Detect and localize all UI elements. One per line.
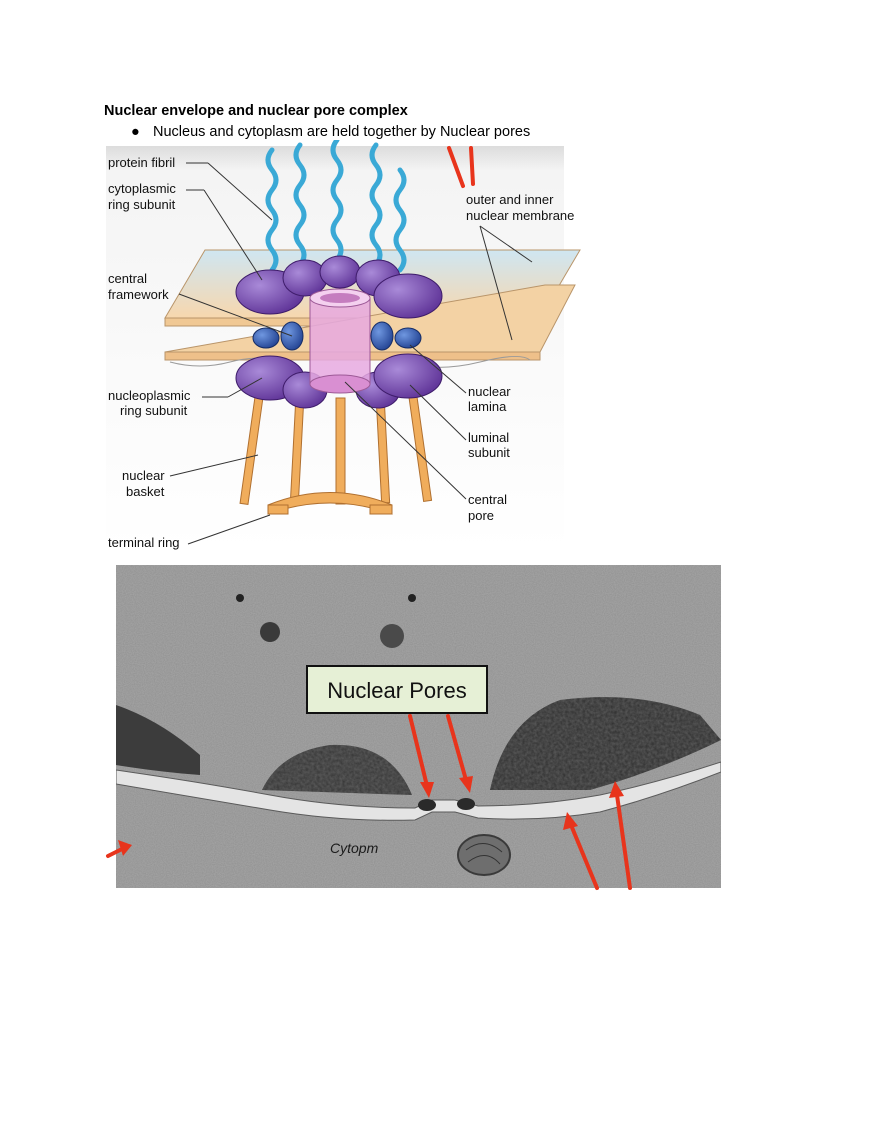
nucleoplasmic-ring (235, 353, 443, 409)
central-pore (309, 288, 371, 394)
bullet-marker: ● (131, 124, 140, 140)
nuclear-envelope-band (116, 761, 721, 821)
pore-right (457, 798, 475, 810)
handwritten-note: Cytopm (330, 840, 379, 856)
label-luminal-subunit: luminal (468, 430, 509, 445)
label-central-framework: central (108, 271, 147, 286)
heterochromatin (116, 594, 721, 795)
protein-fibrils (265, 140, 407, 273)
label-protein-fibril: protein fibril (108, 155, 175, 170)
bullet-text: Nucleus and cytoplasm are held together … (153, 124, 531, 140)
label-nuclear-lamina-line2: lamina (468, 399, 507, 414)
page-heading: Nuclear envelope and nuclear pore comple… (104, 103, 408, 119)
annotation-arrows (447, 146, 475, 188)
label-nucleoplasmic-ring-line2: ring subunit (120, 403, 188, 418)
micrograph-arrows (106, 714, 632, 890)
leader-lines (169, 162, 533, 545)
label-nuclear-membrane-line2: nuclear membrane (466, 208, 574, 223)
label-central-framework-line2: framework (108, 287, 169, 302)
label-nucleoplasmic-ring: nucleoplasmic (108, 388, 191, 403)
electron-micrograph: Cytopm Nuclear Pores (106, 565, 721, 890)
label-nuclear-basket-line2: basket (126, 484, 165, 499)
nuclear-basket (239, 388, 433, 515)
nuclear-pore-diagram: protein fibril cytoplasmic ring subunit … (106, 140, 581, 550)
bullet-item: ● Nucleus and cytoplasm are held together… (131, 124, 530, 140)
label-central-pore-line2: pore (468, 508, 494, 523)
label-nuclear-lamina: nuclear (468, 384, 511, 399)
cytoplasmic-ring (235, 255, 443, 319)
label-cytoplasmic-ring: cytoplasmic (108, 181, 176, 196)
label-luminal-subunit-line2: subunit (468, 445, 510, 460)
label-cytoplasmic-ring-line2: ring subunit (108, 197, 176, 212)
pore-left (418, 799, 436, 811)
nuclear-pores-callout (306, 665, 488, 714)
label-nuclear-basket: nuclear (122, 468, 165, 483)
nuclear-pores-label: Nuclear Pores (327, 678, 466, 703)
label-nuclear-membrane: outer and inner (466, 192, 554, 207)
label-terminal-ring: terminal ring (108, 535, 180, 550)
label-central-pore: central (468, 492, 507, 507)
